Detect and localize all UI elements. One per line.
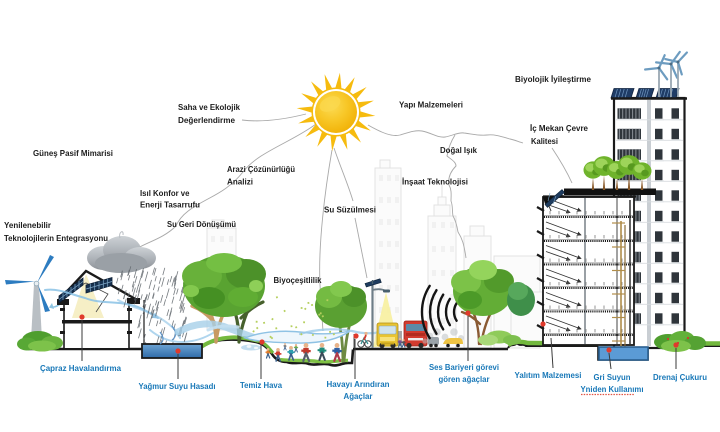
svg-text:Ağaçlar: Ağaçlar bbox=[344, 391, 374, 401]
svg-text:Yenilenebilir: Yenilenebilir bbox=[4, 220, 52, 230]
svg-text:Temiz Hava: Temiz Hava bbox=[240, 380, 282, 390]
svg-text:Su Geri Dönüşümü: Su Geri Dönüşümü bbox=[167, 219, 236, 229]
svg-text:İç Mekan Çevre: İç Mekan Çevre bbox=[530, 123, 588, 133]
svg-text:Doğal Işık: Doğal Işık bbox=[440, 145, 477, 155]
svg-text:İnşaat Teknolojisi: İnşaat Teknolojisi bbox=[402, 177, 468, 187]
svg-text:Kalitesi: Kalitesi bbox=[531, 136, 558, 146]
svg-text:Biyoçeşitlilik: Biyoçeşitlilik bbox=[274, 275, 322, 285]
svg-text:Isıl Konfor ve: Isıl Konfor ve bbox=[140, 188, 190, 198]
svg-text:Enerji Tasarrufu: Enerji Tasarrufu bbox=[140, 200, 200, 210]
svg-text:Teknolojilerin Entegrasyonu: Teknolojilerin Entegrasyonu bbox=[4, 233, 108, 243]
svg-text:Gri Suyun: Gri Suyun bbox=[594, 372, 631, 382]
svg-text:Yapı Malzemeleri: Yapı Malzemeleri bbox=[399, 100, 463, 110]
svg-text:Güneş Pasif Mimarisi: Güneş Pasif Mimarisi bbox=[33, 148, 113, 158]
svg-text:Arazi Çözünürlüğü: Arazi Çözünürlüğü bbox=[227, 164, 295, 174]
svg-text:gören ağaçlar: gören ağaçlar bbox=[439, 374, 491, 384]
svg-text:Yalıtım Malzemesi: Yalıtım Malzemesi bbox=[515, 370, 582, 380]
svg-text:Saha ve Ekolojik: Saha ve Ekolojik bbox=[178, 102, 240, 112]
svg-text:Yağmur Suyu Hasadı: Yağmur Suyu Hasadı bbox=[139, 381, 216, 391]
svg-text:Biyolojik İyileştirme: Biyolojik İyileştirme bbox=[515, 74, 591, 84]
svg-text:Ses Bariyeri görevi: Ses Bariyeri görevi bbox=[429, 362, 499, 372]
svg-text:Değerlendirme: Değerlendirme bbox=[178, 115, 235, 125]
svg-text:Analizi: Analizi bbox=[227, 177, 253, 187]
svg-text:Yniden Kullanımı: Yniden Kullanımı bbox=[581, 384, 644, 394]
svg-text:Çapraz Havalandırma: Çapraz Havalandırma bbox=[40, 363, 121, 373]
svg-text:Su Süzülmesi: Su Süzülmesi bbox=[324, 205, 376, 215]
svg-text:Havayı Arındıran: Havayı Arındıran bbox=[327, 379, 390, 389]
svg-text:Drenaj Çukuru: Drenaj Çukuru bbox=[653, 372, 707, 382]
